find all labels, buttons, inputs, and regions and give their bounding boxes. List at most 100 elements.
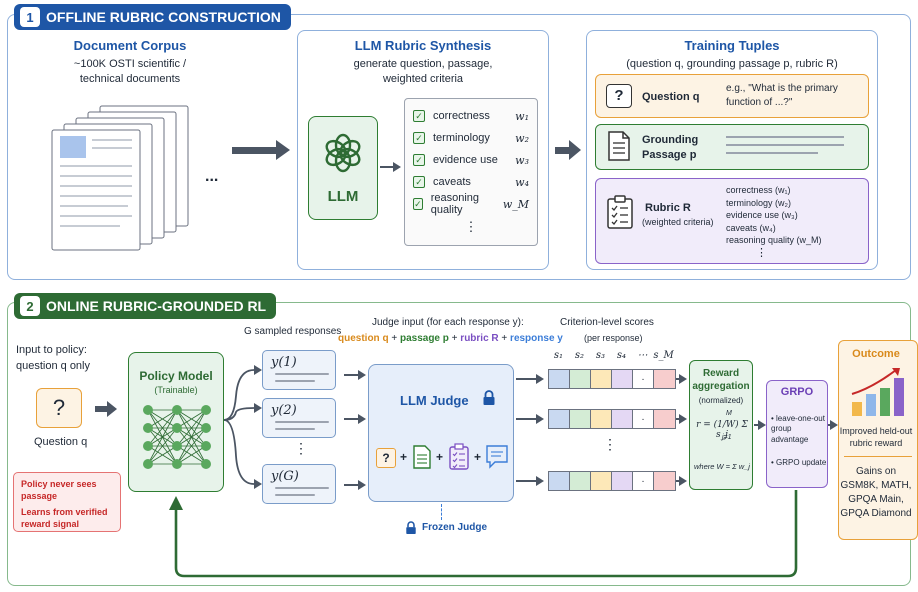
score-label: s_M bbox=[653, 350, 674, 361]
rubric-item: evidence use (w₃) bbox=[726, 210, 798, 220]
tuple-rubric-card bbox=[595, 178, 869, 264]
lock-icon bbox=[483, 390, 495, 405]
clipboard-checklist-icon bbox=[607, 195, 633, 229]
section1-header: 1 OFFLINE RUBRIC CONSTRUCTION bbox=[14, 4, 291, 30]
criterion-weight: w₃ bbox=[515, 153, 529, 167]
outcome-box bbox=[838, 340, 918, 540]
criterion-weight: w_M bbox=[502, 197, 529, 211]
rubric-item: terminology (w₂) bbox=[726, 197, 792, 208]
section2-header: 2 ONLINE RUBRIC-GROUNDED RL bbox=[14, 293, 277, 319]
tuples-box bbox=[586, 30, 878, 270]
frozen-lock-icon bbox=[406, 521, 416, 534]
score-vector-1: . bbox=[548, 369, 676, 389]
tuple-passage-label2: Passage p bbox=[642, 149, 697, 161]
arrow-corpus-to-synthesis bbox=[232, 147, 278, 154]
arrow-scores-reward bbox=[676, 480, 680, 482]
response-label: y(1) bbox=[271, 355, 297, 370]
response-card-1: y(1) bbox=[262, 350, 336, 390]
tuple-question-card bbox=[595, 74, 869, 118]
criterion-label: evidence use bbox=[433, 154, 498, 166]
tuple-question-label: Question q bbox=[642, 91, 700, 103]
arrow-reward-grpo bbox=[754, 424, 760, 426]
arrow-resp1-judge bbox=[344, 374, 360, 376]
score-label: s₂ bbox=[574, 350, 585, 361]
grpo-title: GRPO bbox=[780, 386, 814, 398]
warning-box: Policy never sees passage Learns from ve… bbox=[13, 472, 121, 532]
frozen-connector bbox=[441, 504, 442, 520]
arrow-judge-scores bbox=[516, 418, 538, 420]
reward-sum-bot: j=1 bbox=[722, 434, 732, 441]
bar-chart-growth-icon bbox=[851, 368, 904, 416]
judge-input-line2: question q + passage p + rubric R + resp… bbox=[338, 333, 563, 344]
score-label: s₁ bbox=[553, 350, 564, 361]
outcome-gains2: GSM8K, MATH, bbox=[840, 480, 912, 491]
criterion-item: ✓ evidence use w₃ bbox=[413, 149, 529, 171]
judge-input-q: question q bbox=[338, 333, 389, 344]
arrow-head bbox=[358, 414, 366, 424]
llm-judge-box bbox=[368, 364, 514, 502]
arrow-head bbox=[536, 414, 544, 424]
rubric-item: correctness (w₁) bbox=[726, 185, 791, 195]
warning-line1: Policy never sees passage bbox=[21, 479, 97, 501]
frozen-judge-label: Frozen Judge bbox=[422, 522, 488, 533]
fan-out-arrows bbox=[224, 365, 262, 489]
corpus-line1: ~100K OSTI scientific / bbox=[73, 58, 187, 70]
score-vector-g: . bbox=[548, 471, 676, 491]
tuples-subtitle: (question q, grounding passage p, rubric… bbox=[626, 58, 838, 70]
judge-input-plus: + bbox=[498, 333, 511, 344]
feedback-loop-arrow bbox=[169, 490, 798, 578]
checkbox-icon: ✓ bbox=[413, 110, 425, 122]
arrow-head bbox=[758, 420, 766, 430]
judge-doc-icon bbox=[413, 445, 431, 469]
arrow-head bbox=[679, 374, 687, 384]
arrow-head bbox=[358, 480, 366, 490]
outcome-gains3: GPQA Main, bbox=[848, 494, 904, 505]
criterion-item: ✓ reasoning quality w_M bbox=[413, 192, 529, 216]
passage-line bbox=[726, 136, 844, 138]
corpus-ellipsis: ... bbox=[205, 168, 219, 185]
checkbox-icon: ✓ bbox=[413, 154, 425, 166]
reward-formula: r = (1/W) Σ s_j bbox=[696, 420, 748, 440]
document-icon bbox=[608, 131, 630, 161]
tuples-title: Training Tuples bbox=[684, 38, 780, 53]
input-question-icon: ? bbox=[36, 388, 82, 428]
passage-line bbox=[726, 144, 844, 146]
section2-number: 2 bbox=[20, 296, 40, 316]
outcome-divider bbox=[844, 456, 912, 457]
response-label: y(G) bbox=[271, 469, 299, 484]
passage-line bbox=[726, 152, 818, 154]
judge-rubric-icon bbox=[449, 443, 469, 470]
synthesis-box bbox=[297, 30, 549, 270]
grpo-bullet1-text: leave-one-out group advantage bbox=[771, 414, 825, 444]
tuple-rubric-sub: (weighted criteria) bbox=[642, 217, 714, 227]
arrow-synthesis-to-tuples bbox=[555, 147, 571, 154]
reward-box bbox=[689, 360, 753, 490]
input-question-label: Question q bbox=[34, 436, 88, 448]
policy-title: Policy Model bbox=[139, 369, 213, 383]
input-line2: question q only bbox=[16, 360, 90, 372]
rubric-items: correctness (w₁) terminology (w₂) eviden… bbox=[726, 184, 822, 259]
openai-logo-icon bbox=[325, 133, 361, 173]
reward-sum-top: M bbox=[726, 410, 732, 417]
section1-title: OFFLINE RUBRIC CONSTRUCTION bbox=[46, 9, 281, 25]
responses-title: G sampled responses bbox=[244, 326, 342, 337]
score-dot: . bbox=[633, 370, 654, 388]
arrow-head bbox=[679, 476, 687, 486]
section2-title: ONLINE RUBRIC-GROUNDED RL bbox=[46, 298, 267, 314]
criterion-label: caveats bbox=[433, 176, 471, 188]
score-vector-2: . bbox=[548, 409, 676, 429]
outcome-line2: rubric reward bbox=[849, 438, 903, 448]
criterion-label: reasoning quality bbox=[430, 192, 480, 216]
judge-plus: + bbox=[400, 450, 408, 464]
arrow-head-1 bbox=[276, 140, 290, 160]
checkbox-icon: ✓ bbox=[413, 198, 423, 210]
arrow-head-input bbox=[107, 401, 117, 417]
score-dot: . bbox=[633, 472, 654, 490]
rubric-item: reasoning quality (w_M) bbox=[726, 235, 822, 245]
synthesis-title: LLM Rubric Synthesis bbox=[354, 38, 492, 53]
arrow-head bbox=[358, 370, 366, 380]
arrow-llm-to-criteria bbox=[380, 166, 394, 168]
question-icon: ? bbox=[606, 84, 632, 108]
